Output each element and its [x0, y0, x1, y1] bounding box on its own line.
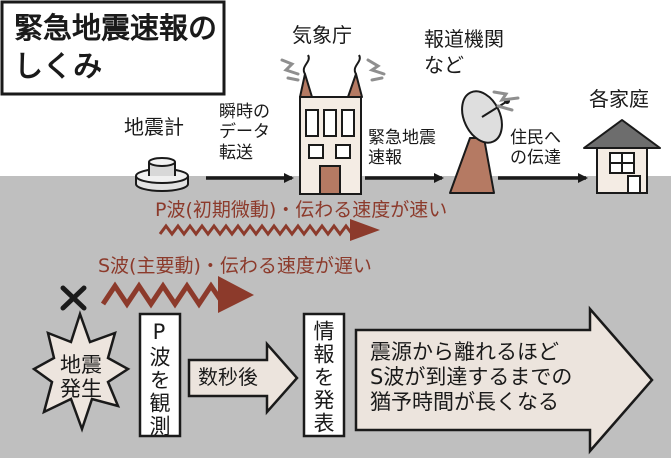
issue-info-label: 情報を発表 — [311, 320, 335, 435]
label-media: 報道機関 など — [424, 27, 504, 77]
p-wave-arrow — [158, 219, 380, 241]
label-jma: 気象庁 — [292, 23, 352, 47]
house-icon — [583, 119, 661, 194]
agency-building-icon — [299, 54, 363, 195]
p-wave-label: P波(初期微動)・伝わる速度が速い — [155, 199, 448, 221]
label-eew: 緊急地震 速報 — [368, 128, 436, 169]
broadcast-dish-icon — [449, 90, 510, 194]
label-homes: 各家庭 — [589, 87, 649, 111]
title-panel — [0, 0, 226, 96]
issue-info-box — [302, 312, 346, 438]
title-line-1: 緊急地震速報の — [14, 11, 218, 45]
quake-label: 地震 発生 — [60, 353, 102, 402]
note-label: 震源から離れるほど S波が到達するまでの 猶予時間が長くなる — [370, 340, 573, 415]
s-wave-label: S波(主要動)・伝わる速度が遅い — [98, 255, 372, 277]
dish-signal-icon — [492, 90, 520, 112]
label-instant-data: 瞬時の データ 転送 — [219, 102, 270, 163]
title-line-2: しくみ — [14, 49, 103, 83]
s-wave-arrow — [100, 276, 254, 313]
observe-p-box — [138, 312, 182, 438]
agency-signal-icon — [280, 58, 386, 82]
burst-icon — [31, 310, 131, 433]
label-to-residents: 住民へ の伝達 — [510, 128, 561, 169]
label-seismometer: 地震計 — [124, 115, 184, 139]
epicenter-x-icon — [60, 285, 87, 311]
seconds-later-label: 数秒後 — [198, 365, 258, 389]
seconds-later-arrow — [187, 340, 299, 416]
observe-p-label: P波を観測 — [147, 320, 171, 438]
note-arrow — [354, 305, 654, 455]
seismometer-icon — [135, 157, 189, 192]
